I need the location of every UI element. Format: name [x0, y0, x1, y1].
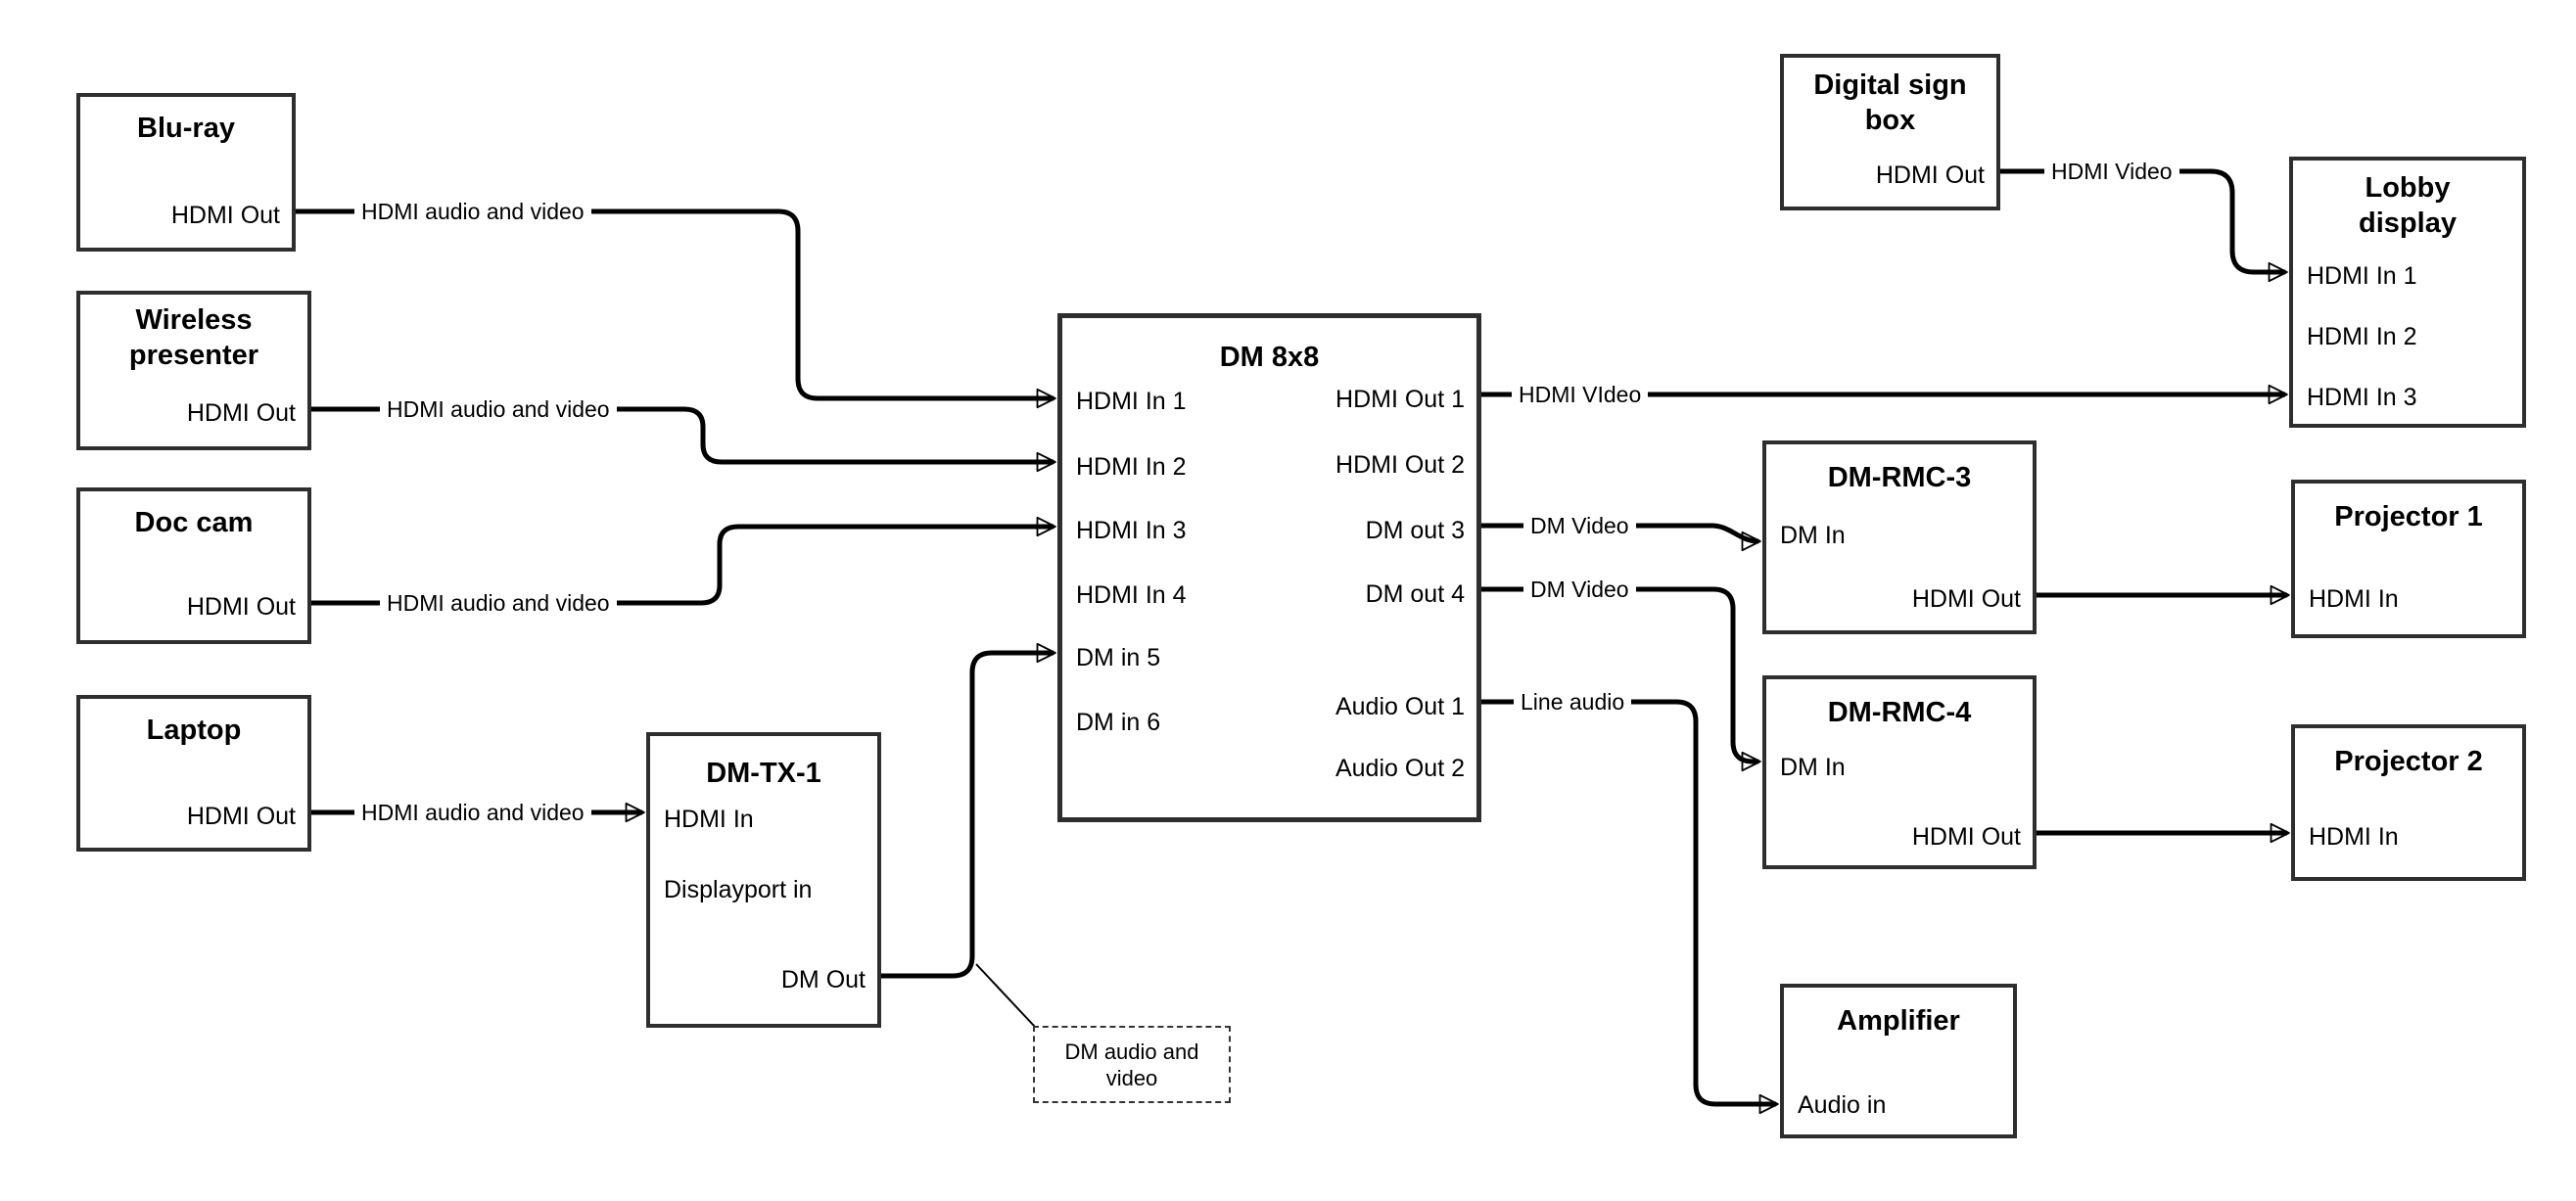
- port-hdmi-in-2: HDMI In 2: [2307, 323, 2417, 350]
- node-title: DM-RMC-4: [1827, 697, 1972, 728]
- wire-dmtx1-to-dm8x8-in5: [881, 642, 1056, 979]
- node-lobby-display: Lobby display HDMI In 1 HDMI In 2 HDMI I…: [2289, 157, 2526, 428]
- wire-dm8x8-out3-to-rmc3: [1481, 523, 1761, 552]
- port-hdmi-in-1: HDMI In 1: [2307, 262, 2417, 290]
- wire-digsign-to-lobby-in1: [2000, 168, 2288, 283]
- node-title: Projector 1: [2334, 501, 2483, 532]
- port-hdmi-out: HDMI Out: [1911, 585, 2021, 613]
- port-dm-in-5: DM in 5: [1076, 644, 1161, 671]
- port-dm-out-3: DM out 3: [1365, 517, 1465, 544]
- node-title: Laptop: [146, 715, 242, 746]
- node-title: Doc cam: [134, 507, 254, 538]
- wire-doccam-to-dm8x8-in3: [311, 516, 1056, 606]
- port-hdmi-in: HDMI In: [664, 806, 754, 833]
- wire-label-line-audio: Line audio: [1514, 688, 1632, 716]
- port-hdmi-in: HDMI In: [2309, 823, 2399, 851]
- port-hdmi-in-1: HDMI In 1: [1076, 388, 1187, 415]
- port-hdmi-out: HDMI Out: [186, 593, 296, 621]
- node-title: DM 8x8: [1219, 342, 1320, 373]
- node-laptop: Laptop HDMI Out: [76, 695, 311, 852]
- node-projector-1: Projector 1 HDMI In: [2291, 480, 2526, 638]
- node-projector-2: Projector 2 HDMI In: [2291, 724, 2526, 881]
- port-hdmi-out: HDMI Out: [186, 399, 296, 427]
- node-bluray: Blu-ray HDMI Out: [76, 93, 296, 252]
- wire-label-hdmi-video-out1: HDMI VIdeo: [1512, 381, 1649, 408]
- port-hdmi-out: HDMI Out: [170, 202, 280, 229]
- callout-dm-audio-video: DM audio and video: [1033, 1026, 1231, 1103]
- node-wireless-presenter: Wireless presenter HDMI Out: [76, 291, 311, 450]
- node-title: DM-RMC-3: [1827, 462, 1972, 493]
- wire-wireless-to-dm8x8-in2: [311, 406, 1056, 473]
- port-audio-out-1: Audio Out 1: [1335, 693, 1465, 720]
- wire-label-hdmi-audio-video-bluray: HDMI audio and video: [354, 198, 591, 225]
- wire-label-hdmi-audio-video-wireless: HDMI audio and video: [380, 395, 617, 423]
- port-displayport-in: Displayport in: [664, 876, 813, 903]
- wire-bluray-to-dm8x8-in1: [296, 208, 1056, 409]
- port-hdmi-out: HDMI Out: [1911, 823, 2021, 851]
- port-dm-out-4: DM out 4: [1365, 580, 1465, 608]
- node-title: Projector 2: [2334, 746, 2483, 777]
- wire-dm8x8-aout1-to-amp: [1481, 699, 1779, 1115]
- node-dm-rmc-3: DM-RMC-3 DM In HDMI Out: [1762, 440, 2037, 634]
- node-title: Amplifier: [1837, 1005, 1960, 1037]
- wire-label-hdmi-video-digsign: HDMI Video: [2044, 158, 2179, 185]
- port-hdmi-in-3: HDMI In 3: [2307, 384, 2417, 411]
- node-title: DM-TX-1: [706, 758, 821, 789]
- port-hdmi-in-2: HDMI In 2: [1076, 453, 1187, 481]
- wire-label-dm-video-out4: DM Video: [1523, 576, 1636, 603]
- wire-label-dm-video-out3: DM Video: [1523, 512, 1636, 539]
- port-dm-out: DM Out: [780, 966, 866, 993]
- node-amplifier: Amplifier Audio in: [1780, 984, 2017, 1138]
- node-digital-sign-box: Digital sign box HDMI Out: [1780, 54, 2000, 210]
- node-dm-8x8: DM 8x8 HDMI In 1 HDMI In 2 HDMI In 3 HDM…: [1057, 313, 1481, 822]
- port-hdmi-out-2: HDMI Out 2: [1335, 451, 1465, 479]
- port-dm-in: DM In: [1780, 522, 1846, 549]
- wire-dm8x8-out4-to-rmc4: [1481, 586, 1761, 772]
- node-dm-rmc-4: DM-RMC-4 DM In HDMI Out: [1762, 675, 2037, 869]
- wire-label-hdmi-audio-video-laptop: HDMI audio and video: [354, 799, 591, 826]
- node-title: Blu-ray: [137, 113, 235, 144]
- callout-leader-line: [975, 963, 1036, 1028]
- node-title: Wireless presenter: [128, 304, 259, 371]
- port-hdmi-out: HDMI Out: [1875, 162, 1985, 189]
- port-hdmi-in-3: HDMI In 3: [1076, 517, 1187, 544]
- node-title: Digital sign box: [1813, 69, 1967, 136]
- node-dm-tx-1: DM-TX-1 HDMI In Displayport in DM Out: [646, 732, 881, 1028]
- port-hdmi-out-1: HDMI Out 1: [1335, 386, 1465, 413]
- wire-label-hdmi-audio-video-doccam: HDMI audio and video: [380, 589, 617, 617]
- port-hdmi-in: HDMI In: [2309, 585, 2399, 613]
- port-audio-out-2: Audio Out 2: [1335, 755, 1465, 782]
- port-dm-in-6: DM in 6: [1076, 709, 1161, 736]
- port-hdmi-out: HDMI Out: [186, 803, 296, 830]
- port-hdmi-in-4: HDMI In 4: [1076, 581, 1187, 609]
- node-doc-cam: Doc cam HDMI Out: [76, 487, 311, 644]
- port-dm-in: DM In: [1780, 754, 1846, 781]
- port-audio-in: Audio in: [1798, 1091, 1887, 1119]
- node-title: Lobby display: [2359, 172, 2457, 239]
